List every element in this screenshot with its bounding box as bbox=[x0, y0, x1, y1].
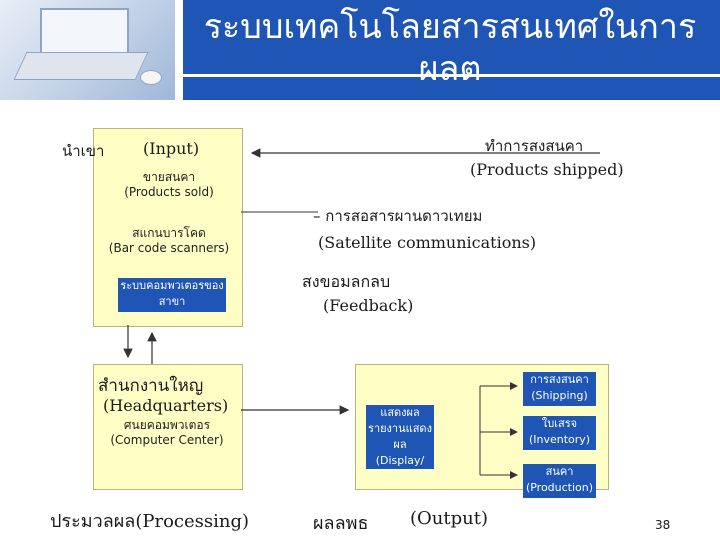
headquarters-label-en: (Headquarters) bbox=[103, 396, 229, 415]
satellite-label-th: – การสอสารผานดาวเทยม bbox=[313, 207, 483, 225]
mouse-icon bbox=[140, 70, 162, 85]
inventory-box: ใบเสรจ (Inventory) bbox=[523, 416, 596, 450]
computer-center-label: ศนยคอมพวเตอร (Computer Center) bbox=[110, 418, 224, 447]
output-caption-th: ผลลพธ bbox=[313, 513, 369, 534]
slide-title: ระบบเทคโนโลยสารสนเทศในการผลต bbox=[203, 7, 697, 89]
local-pc-label: ระบบคอมพวเตอรของสาขา (Local PC System) bbox=[118, 278, 226, 312]
processing-caption: ประมวลผล(Processing) bbox=[50, 511, 250, 532]
header-divider bbox=[175, 0, 183, 100]
feedback-label-en: (Feedback) bbox=[323, 296, 414, 315]
production-box: สนคา (Production) bbox=[523, 464, 596, 498]
products-shipped-th: ทำการสงสนคา bbox=[485, 137, 584, 155]
satellite-label-en: (Satellite communications) bbox=[318, 233, 537, 252]
products-shipped-en: (Products shipped) bbox=[470, 160, 624, 179]
feedback-label-th: สงขอมลกลบ bbox=[302, 272, 391, 291]
input-label-en: (Input) bbox=[143, 139, 200, 158]
page-number: 38 bbox=[655, 518, 671, 532]
headquarters-label-th: สำนกงานใหญ bbox=[98, 376, 204, 396]
headquarters-box bbox=[93, 364, 243, 490]
header-underline bbox=[175, 74, 720, 77]
shipping-box: การสงสนคา (Shipping) bbox=[523, 372, 596, 406]
bar-code-label: สแกนบารโคด (Bar code scanners) bbox=[108, 226, 230, 255]
laptop-photo bbox=[0, 0, 175, 100]
display-box: แสดงผลรายงานแสดงผล (Display/ Print repor… bbox=[366, 405, 434, 469]
output-caption-en: (Output) bbox=[410, 508, 488, 529]
input-label-th: นำเขา bbox=[62, 142, 105, 160]
products-sold-label: ขายสนคา (Products sold) bbox=[124, 170, 214, 199]
